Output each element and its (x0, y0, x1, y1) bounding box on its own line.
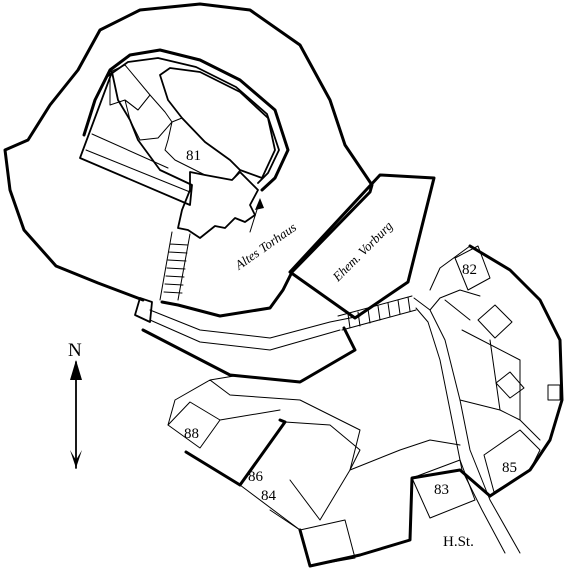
village-road-main (413, 297, 521, 554)
village-road-branch (429, 289, 481, 311)
building-86-number: 85 (502, 460, 517, 476)
main-castle-block (79, 71, 193, 206)
building-83-number: 83 (434, 482, 449, 498)
north-arrow-tail (70, 450, 82, 468)
property-lines-east (444, 299, 541, 441)
lower-stairs (337, 295, 417, 331)
house-east-c (547, 384, 561, 401)
building-84-number: 84 (261, 488, 277, 504)
building-86-outline (483, 429, 541, 493)
building-85-number: 86 (248, 469, 264, 485)
building-82-number: 82 (462, 262, 477, 278)
castle-inner-building (164, 117, 241, 181)
property-lines-south (269, 409, 461, 531)
village-boundary-south (298, 468, 492, 568)
building-82-outline (454, 245, 491, 291)
castle-wing-keep (124, 94, 173, 141)
village-boundary-east (468, 244, 564, 498)
castle-lower-range (85, 133, 191, 193)
village-road-main-edge (415, 307, 506, 554)
building-84-85-outline (184, 418, 287, 487)
lower-lane-edge-south (149, 319, 341, 351)
vorburg-building (288, 173, 436, 320)
north-arrow-head (70, 360, 82, 380)
altes-torhaus-building (177, 171, 259, 239)
vorburg-label: Ehem. Vorburg (329, 218, 396, 285)
lower-lane-edge-north (149, 309, 361, 339)
inner-curtain-wall (82, 48, 290, 192)
building-83-outline (411, 459, 476, 519)
lower-lane-wall (141, 326, 357, 384)
castle-hill-outline (3, 2, 374, 318)
village-boundary-west (429, 245, 471, 291)
north-label: N (68, 340, 82, 361)
building-88-number: 88 (184, 426, 199, 442)
building-84-85-south (239, 421, 361, 531)
small-gate-tower (134, 297, 153, 323)
altes-torhaus-label: Altes Torhaus (231, 219, 299, 273)
house-east-b (495, 371, 525, 399)
house-south (299, 519, 356, 567)
upper-stairs (159, 231, 191, 301)
altes-torhaus-arrowhead (255, 198, 264, 210)
inner-curtain-wall-inner (107, 57, 280, 184)
building-81-number: 81 (186, 148, 201, 164)
property-lines-west (167, 374, 321, 426)
street-label: H.St. (443, 534, 474, 550)
house-east-a (477, 304, 513, 339)
